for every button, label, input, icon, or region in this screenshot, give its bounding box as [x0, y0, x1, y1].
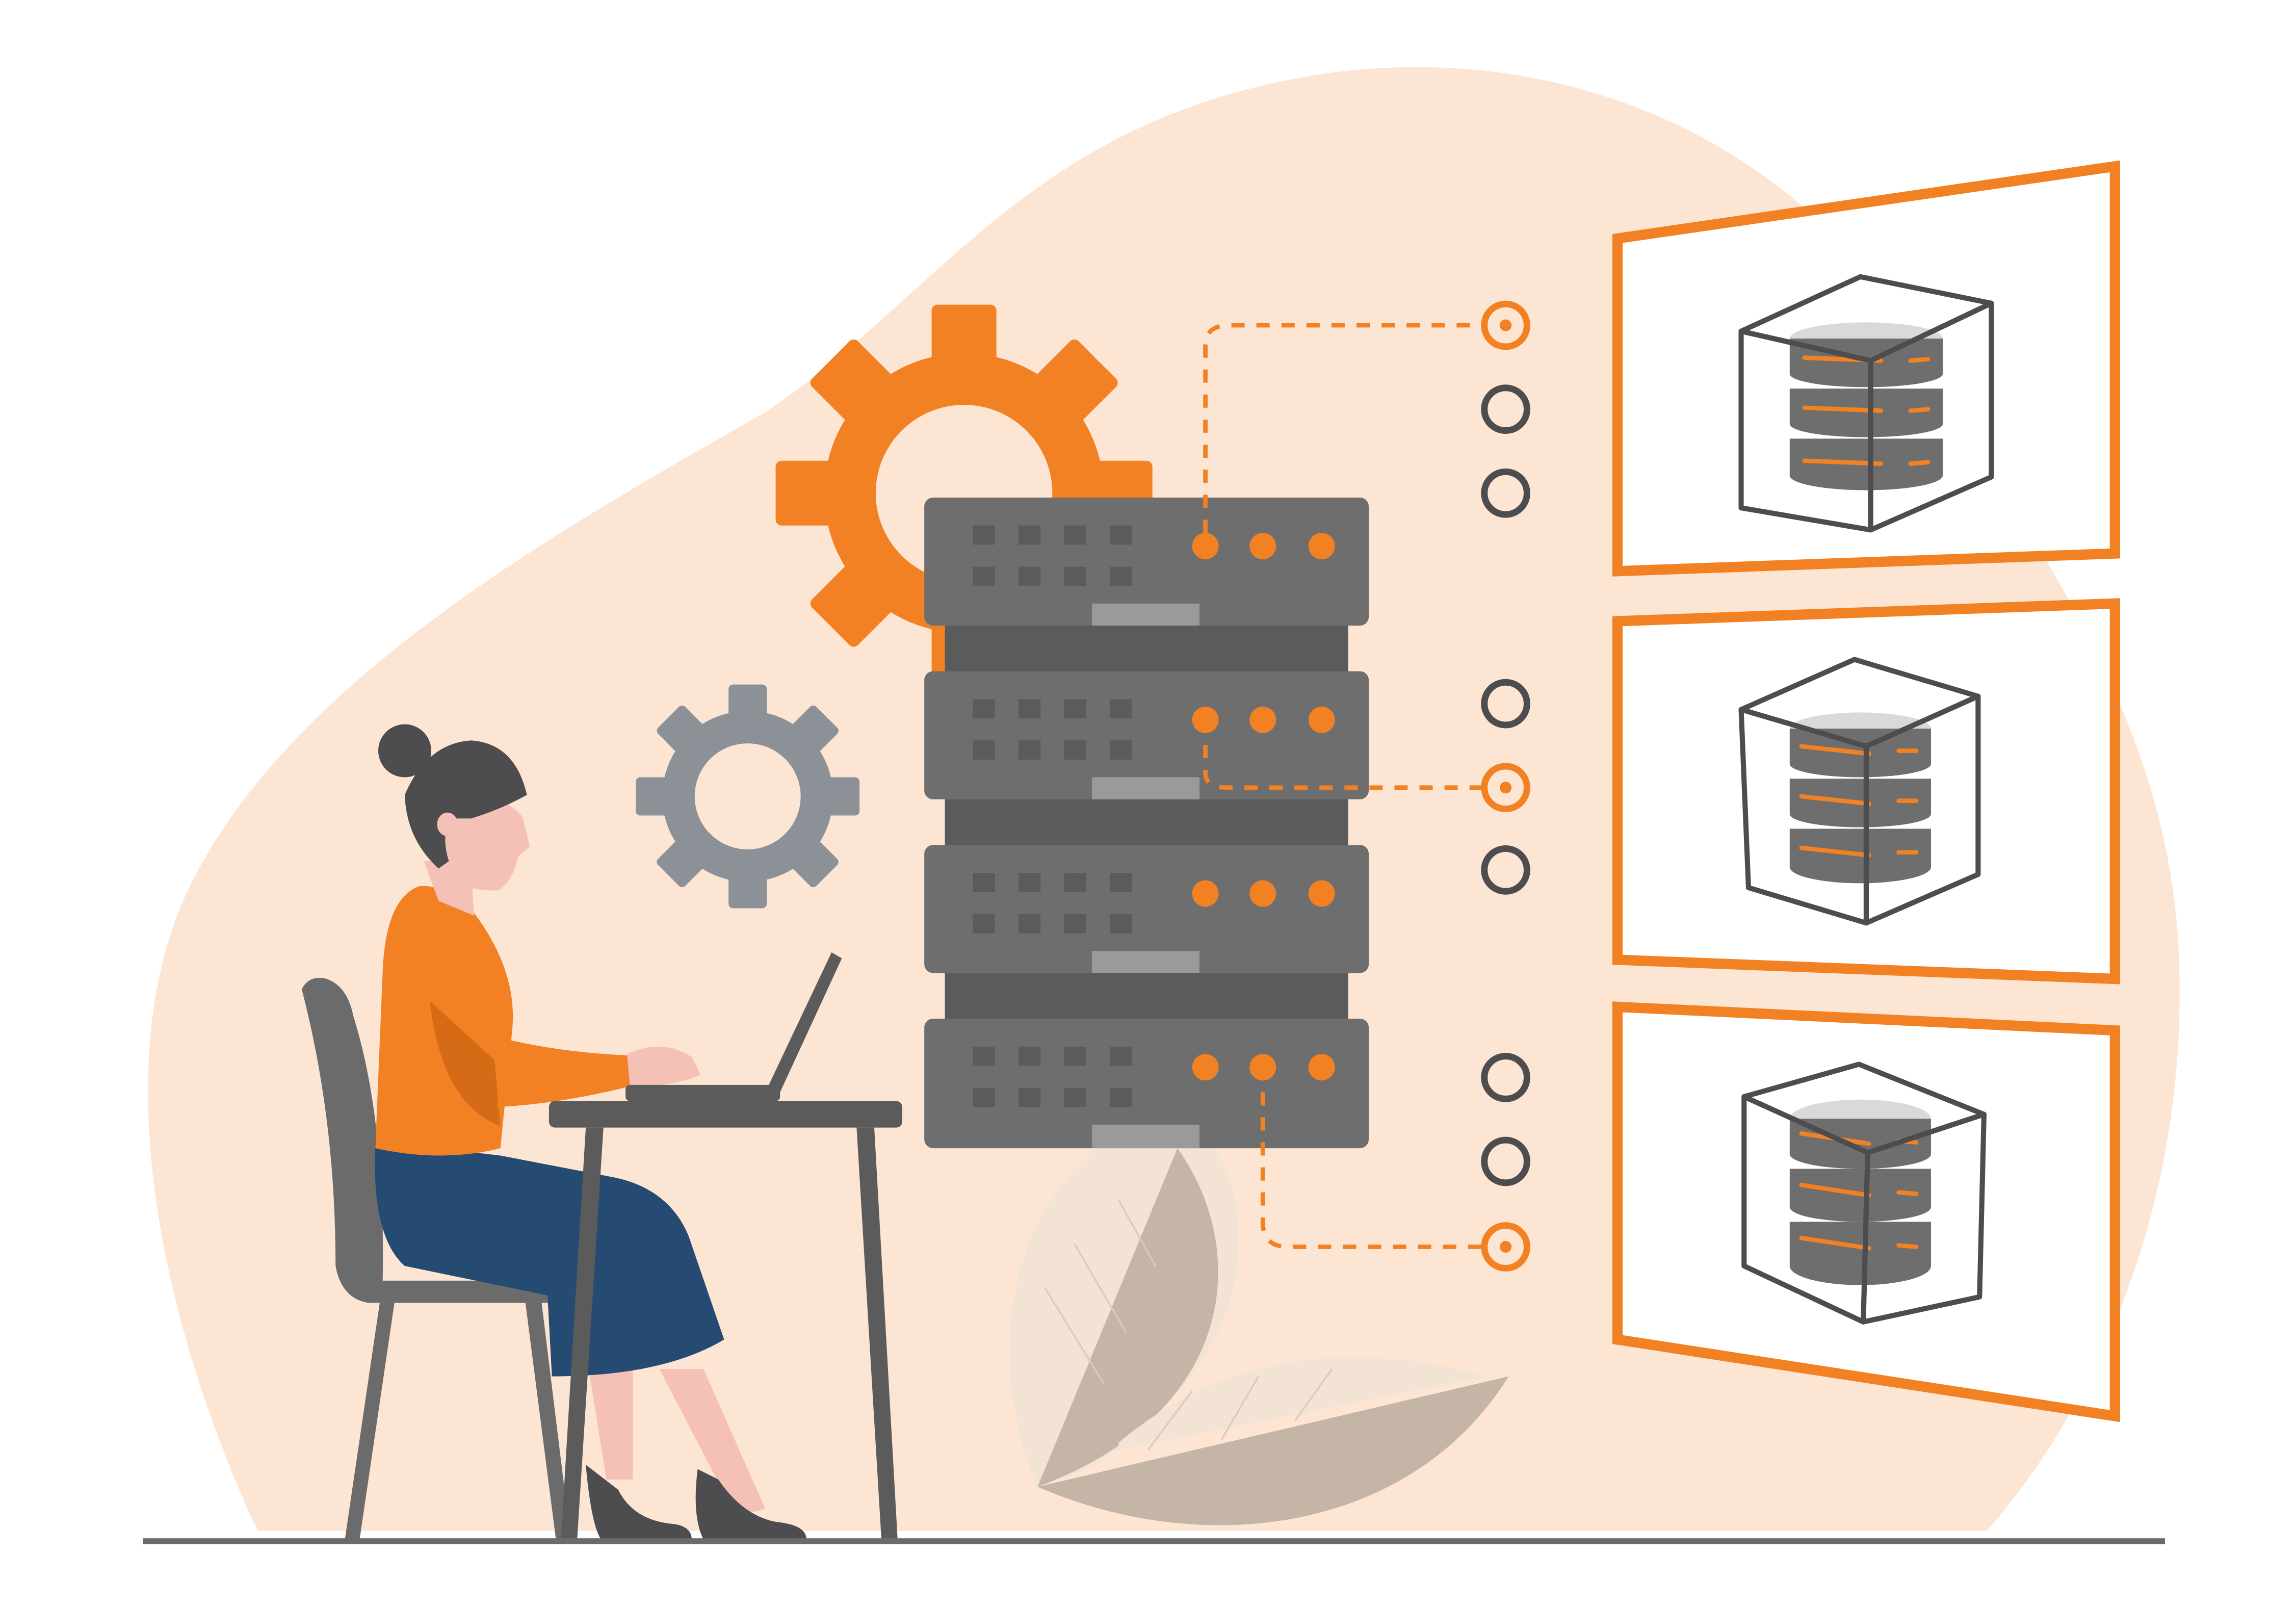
node [1481, 845, 1530, 895]
connection-nodes [1481, 300, 1530, 1272]
server-unit-3 [924, 845, 1369, 973]
gray-gear-icon [636, 684, 860, 909]
database-panel-3 [1612, 1001, 2120, 1422]
server-unit-1 [924, 497, 1369, 626]
decorative-leaves [1009, 1120, 1509, 1525]
node [1481, 679, 1530, 729]
server-rack [924, 497, 1369, 1149]
database-cylinder-icon [1789, 712, 1931, 884]
laptop [625, 952, 842, 1101]
table [549, 1101, 902, 1543]
database-panel-2 [1612, 598, 2120, 985]
database-panels [1612, 160, 2120, 1422]
ground-line [143, 1538, 2165, 1544]
leaf-front-fill [1118, 1357, 1487, 1450]
node [1481, 468, 1530, 518]
woman-at-laptop [301, 724, 902, 1543]
cube-outline [1741, 1061, 1987, 1325]
node-active [1481, 763, 1530, 813]
cube-outline [1738, 274, 1994, 533]
database-panel-1 [1612, 160, 2120, 577]
node [1481, 384, 1530, 434]
chair [301, 978, 571, 1543]
server-unit-2 [924, 671, 1369, 799]
cube-outline [1738, 657, 1981, 926]
leaf-back [1037, 1148, 1218, 1487]
skirt [375, 1141, 724, 1377]
arm [497, 1038, 630, 1107]
node [1481, 1053, 1530, 1102]
connection-lines [1203, 323, 1487, 1249]
face [438, 799, 530, 891]
hair-bun [378, 724, 431, 778]
server-unit-4 [924, 1018, 1369, 1149]
node-active [1481, 1222, 1530, 1272]
hair [404, 740, 527, 869]
node [1481, 1136, 1530, 1186]
node-active [1481, 300, 1530, 350]
leaf-front [1037, 1376, 1509, 1525]
